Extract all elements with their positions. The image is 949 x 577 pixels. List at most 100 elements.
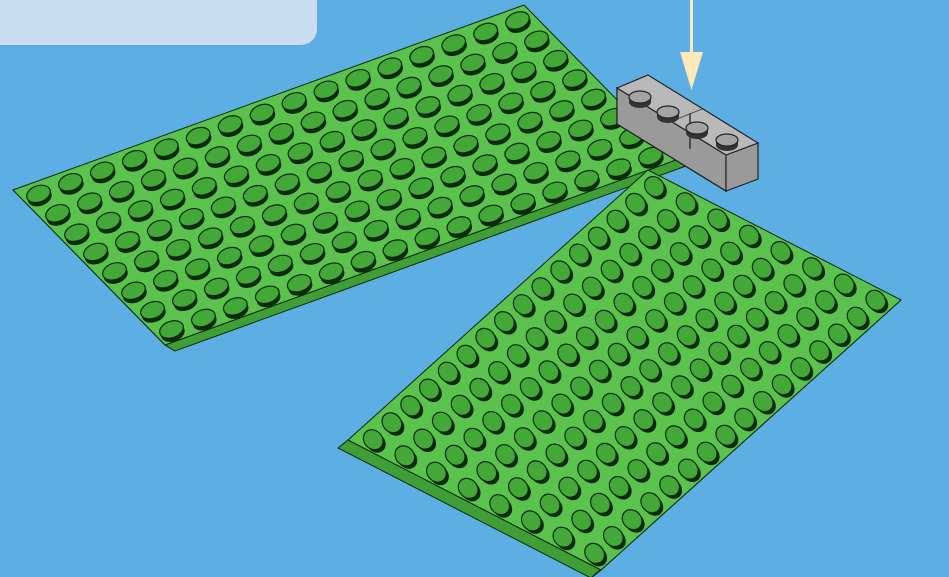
stud xyxy=(664,425,688,449)
stud xyxy=(558,476,582,501)
stud xyxy=(338,150,365,172)
stud xyxy=(222,297,249,319)
stud xyxy=(587,226,611,251)
stud xyxy=(727,324,751,349)
stud xyxy=(695,308,719,333)
stud xyxy=(652,392,676,416)
stud xyxy=(504,142,530,165)
stud xyxy=(525,327,549,351)
stud xyxy=(670,375,694,399)
stud xyxy=(676,325,700,349)
stud xyxy=(146,219,173,242)
stud xyxy=(587,138,613,161)
stud xyxy=(833,273,857,298)
stud xyxy=(482,411,506,435)
stud xyxy=(217,115,244,137)
stud xyxy=(581,88,607,111)
stud xyxy=(437,361,461,386)
stud xyxy=(153,138,180,161)
instruction-panel xyxy=(0,0,317,45)
stud xyxy=(555,150,581,173)
stud xyxy=(450,394,474,419)
stud xyxy=(370,138,397,161)
stud xyxy=(479,72,505,95)
stud xyxy=(313,80,340,103)
stud xyxy=(383,107,409,130)
connector-brick xyxy=(615,74,760,193)
stud xyxy=(626,326,650,350)
stud xyxy=(577,459,601,484)
stud xyxy=(414,227,441,250)
stud xyxy=(562,69,588,92)
stud xyxy=(476,461,500,485)
stud xyxy=(542,181,568,204)
stud xyxy=(708,341,732,366)
stud xyxy=(229,215,256,238)
stud xyxy=(814,290,838,314)
stud xyxy=(261,204,288,227)
stud xyxy=(633,409,657,433)
brick-stud xyxy=(656,105,680,123)
stud xyxy=(57,172,84,195)
stud xyxy=(758,341,782,365)
stud xyxy=(571,509,595,534)
stud xyxy=(568,119,594,142)
stud xyxy=(413,428,437,453)
stud xyxy=(357,169,384,192)
stud xyxy=(669,242,693,266)
stud xyxy=(382,239,409,262)
stud xyxy=(543,49,569,72)
stud xyxy=(519,377,543,401)
stud xyxy=(574,169,600,192)
stud xyxy=(570,376,594,401)
stud xyxy=(191,177,218,199)
stud xyxy=(223,165,250,188)
stud xyxy=(446,216,473,238)
stud xyxy=(159,188,186,211)
stud xyxy=(293,192,320,215)
stud xyxy=(159,320,185,342)
stud xyxy=(453,134,479,157)
stud xyxy=(663,292,687,316)
stud xyxy=(127,200,154,222)
stud xyxy=(469,377,493,402)
stud xyxy=(396,76,422,99)
stud xyxy=(531,277,555,301)
stud xyxy=(632,276,656,300)
stud xyxy=(498,92,524,115)
stud xyxy=(495,444,519,468)
stud xyxy=(614,426,638,450)
stud xyxy=(325,181,352,203)
stud xyxy=(306,161,333,184)
stud xyxy=(95,211,122,234)
stud xyxy=(472,154,498,177)
stud xyxy=(520,510,544,534)
stud xyxy=(409,45,435,68)
stud xyxy=(402,127,428,149)
stud xyxy=(184,258,211,281)
stud xyxy=(745,307,769,332)
stud xyxy=(790,357,814,381)
stud xyxy=(463,427,487,452)
stud xyxy=(427,196,454,219)
stud xyxy=(418,378,442,403)
stud xyxy=(595,442,619,467)
stud xyxy=(581,276,605,301)
stud xyxy=(677,458,701,483)
stud xyxy=(751,257,775,282)
stud xyxy=(203,277,230,300)
stud xyxy=(248,235,275,257)
stud xyxy=(204,146,231,168)
stud xyxy=(350,250,377,273)
stud xyxy=(441,34,467,57)
stud xyxy=(783,274,807,298)
stud xyxy=(489,494,513,518)
stud xyxy=(89,161,116,184)
stud xyxy=(621,509,645,533)
stud xyxy=(102,262,128,284)
stud xyxy=(720,241,744,266)
stud xyxy=(500,394,524,418)
stud xyxy=(675,192,699,216)
stud xyxy=(332,99,359,122)
stud xyxy=(121,149,148,172)
